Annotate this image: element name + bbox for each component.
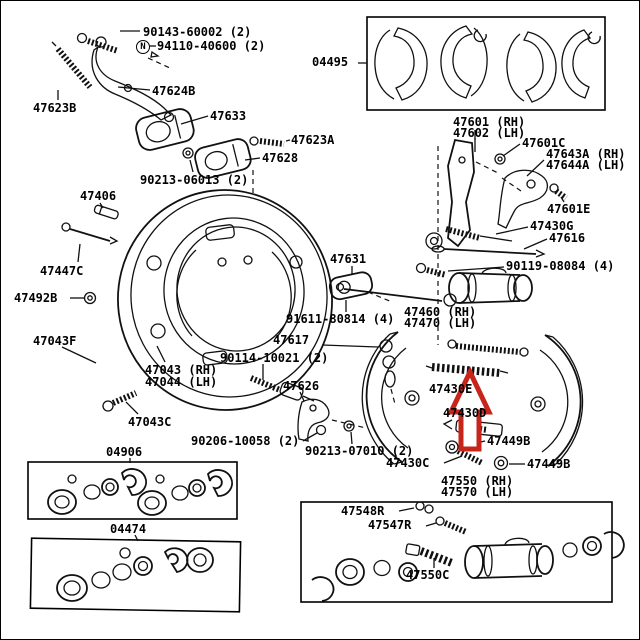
part-label-47043f: 47043F [33, 334, 77, 348]
lever-icon-47626 [297, 391, 367, 442]
part-label-47044: 47044 (LH) [145, 375, 218, 389]
part-label-47623a: 47623A [291, 133, 335, 147]
grommet-icon-47492B [70, 291, 97, 305]
part-label-47616: 47616 [549, 231, 586, 245]
part-label-47430c: 47430C [386, 456, 430, 470]
shoe-lever-47601 [425, 138, 476, 250]
part-label-47547r: 47547R [368, 518, 412, 532]
part-label-90213-07010: 90213-07010 (2) [305, 444, 414, 458]
cup-kit-box-04906 [27, 458, 238, 520]
brake-shoe-icons-04495 [374, 25, 601, 103]
part-label-47449b-2: 47449B [527, 457, 571, 471]
hold-down-pin-icon-47447C [61, 222, 119, 263]
part-label-47602: 47602 (LH) [453, 126, 526, 140]
parking-lever-47624B [91, 36, 175, 123]
part-label-47460: 47460 (RH) [404, 305, 477, 319]
part-label-90143: 90143-60002 (2) [143, 25, 252, 39]
part-label-47628: 47628 [262, 151, 299, 165]
part-label-47601e: 47601E [547, 202, 591, 216]
pivot-icon-47631 [328, 266, 393, 303]
shoe-assembly-drawing [361, 331, 584, 467]
part-label-47043c: 47043C [128, 415, 172, 429]
part-label-47548r: 47548R [341, 504, 385, 518]
part-label-90213-06013: 90213-06013 (2) [140, 173, 249, 187]
part-label-47430e: 47430E [429, 382, 473, 396]
part-label-47449b-1: 47449B [487, 434, 531, 448]
backing-plate-47043 [61, 189, 333, 411]
strut-lever-47643A [497, 159, 549, 229]
adjuster-body-47628 [194, 138, 261, 196]
piston-kit-box-04474 [29, 534, 242, 613]
part-label-47617: 47617 [273, 333, 310, 347]
nut-icon-90213-07010 [343, 420, 355, 445]
part-label-47601: 47601 (RH) [453, 115, 526, 129]
part-label-04495: 04495 [312, 55, 349, 69]
part-label-47492b: 47492B [14, 291, 58, 305]
circled-n-icon: N [136, 40, 150, 54]
bolt-icon-47043C [102, 390, 139, 415]
part-label-47470: 47470 (LH) [404, 316, 477, 330]
part-label-04474: 04474 [110, 522, 147, 536]
part-label-94110: 94110-40600 (2) [157, 39, 266, 53]
cup-kit-parts-04906 [47, 468, 233, 516]
piston-kit-parts-04474 [56, 547, 214, 602]
part-label-91611: 91611-80814 (4) [286, 312, 395, 326]
part-label-47644a: 47644A (LH) [546, 158, 626, 172]
part-label-47633: 47633 [210, 109, 247, 123]
wheel-cylinder-kit-box [300, 501, 613, 603]
wheel-cylinder-drawing [448, 267, 533, 304]
leader-lines [474, 130, 476, 140]
part-label-04906: 04906 [106, 445, 143, 459]
part-label-90114: 90114-10021 (2) [220, 351, 329, 365]
part-label-47430g: 47430G [530, 219, 574, 233]
highlight-arrow [447, 366, 493, 452]
part-label-47043: 47043 (RH) [145, 363, 218, 377]
pin-icon-47406 [93, 202, 119, 220]
adjuster-body-47633 [135, 108, 209, 151]
spring-icon-47430G [445, 226, 529, 242]
spring-icon-47430C [443, 448, 484, 466]
part-label-47550c: 47550C [406, 568, 450, 582]
part-label-47550: 47550 (RH) [441, 474, 514, 488]
link-icons-47617 [321, 339, 396, 405]
part-label-47570: 47570 (LH) [441, 485, 514, 499]
washer-icon-47601C [494, 143, 521, 165]
part-label-90206: 90206-10058 (2) [191, 434, 300, 448]
part-label-47623b: 47623B [33, 101, 77, 115]
spring-icon-47430E [425, 363, 509, 377]
nut-icon-94110 [150, 45, 160, 58]
rod-icon-47616 [431, 238, 548, 258]
wheel-cylinder-kit-parts [311, 501, 625, 602]
part-label-47447c: 47447C [40, 264, 84, 278]
screw-icon-47623A [249, 136, 291, 147]
part-label-47624b: 47624B [152, 84, 196, 98]
part-label-90119: 90119-08084 (4) [506, 259, 615, 273]
part-label-47626: 47626 [283, 379, 320, 393]
shoe-kit-box-04495 [358, 16, 606, 111]
part-label-47643a: 47643A (RH) [546, 147, 626, 161]
bolt-icon-47601E [549, 183, 568, 203]
spring-icon-47623B [51, 41, 93, 100]
screw-icon-90143 [76, 30, 140, 54]
part-label-47406: 47406 [80, 189, 117, 203]
part-label-47430d: 47430D [443, 406, 487, 420]
part-label-47601c: 47601C [522, 136, 566, 150]
part-label-47631: 47631 [330, 252, 367, 266]
bolt-icon-90206 [302, 424, 327, 442]
nut-icon-90213-06013 [182, 147, 194, 173]
